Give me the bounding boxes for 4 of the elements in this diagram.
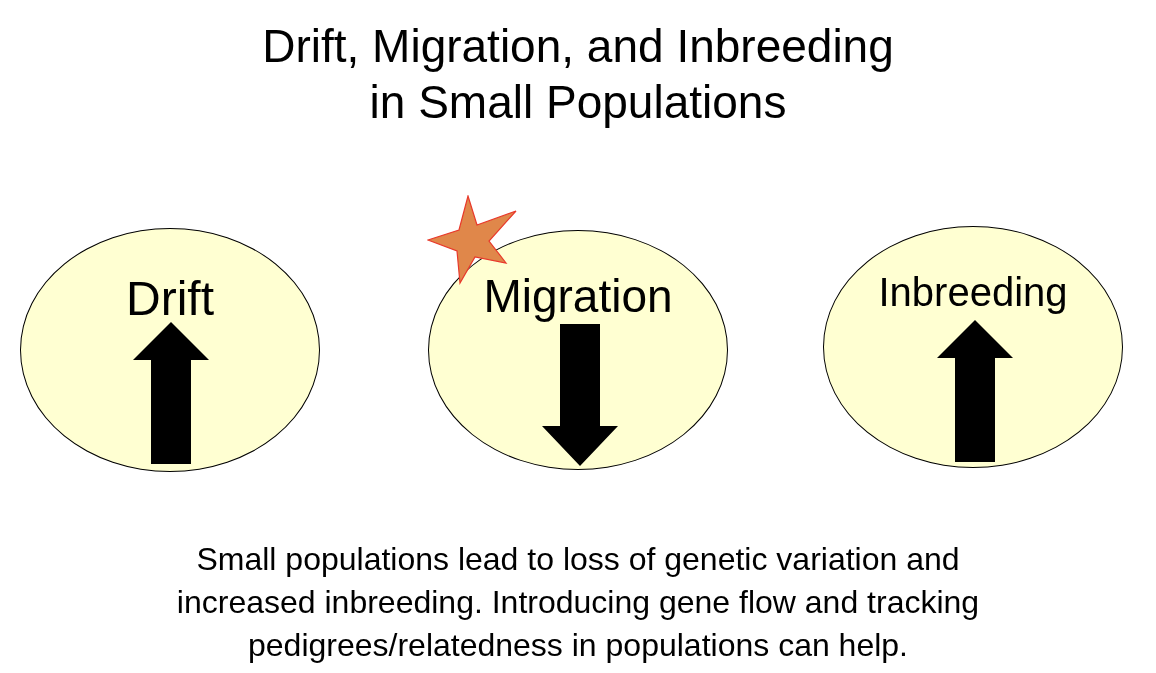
caption-text: Small populations lead to loss of genetic variation and increased inbreeding. Introducing gene flow and tracking pedigrees/relatedness in populations can help. [175,540,981,665]
slide-title: Drift, Migration, and Inbreeding in Small Populations [261,19,895,130]
node-label: Drift [126,275,214,323]
node-label: Inbreeding [878,272,1068,312]
